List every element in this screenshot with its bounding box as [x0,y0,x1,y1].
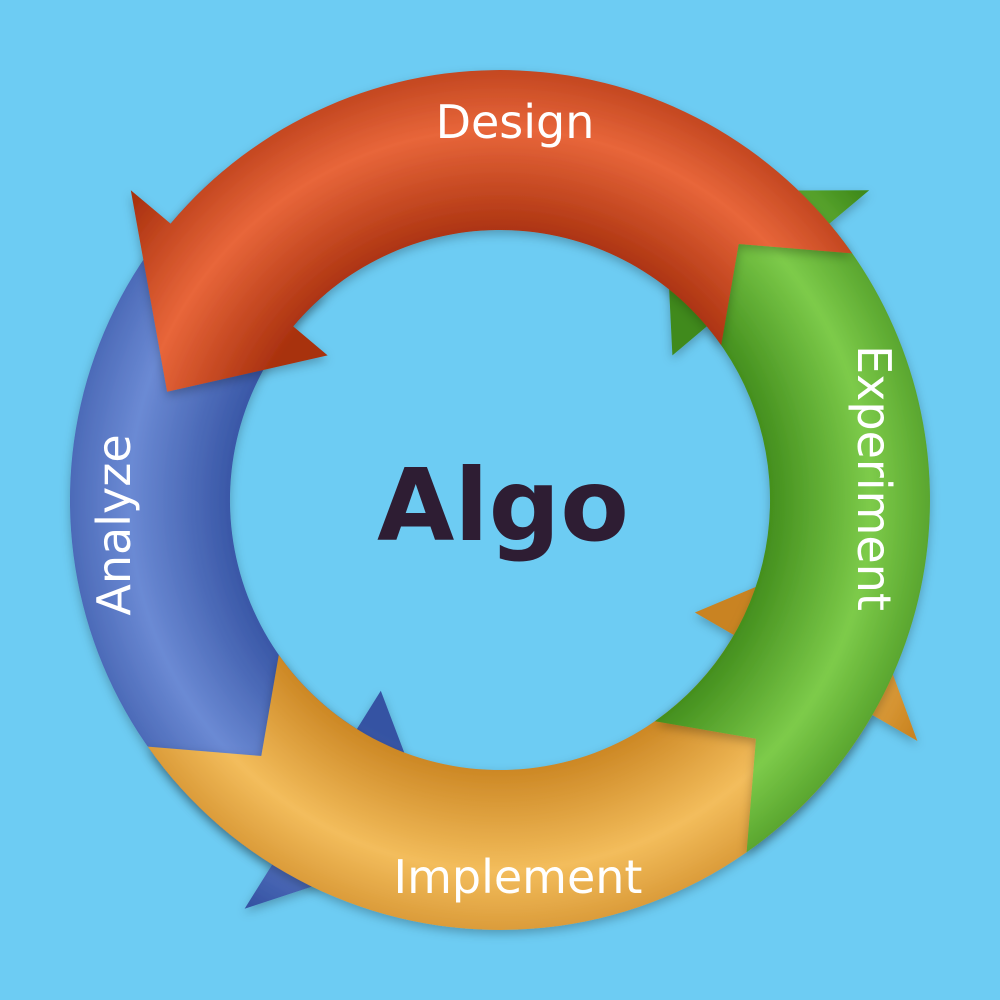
center-title: Algo [377,447,629,564]
implement-label: Implement [394,850,643,904]
design-arrow [130,70,853,392]
implement-arrow [147,548,918,930]
experiment-arrow [654,190,930,853]
design-label: Design [436,95,595,149]
experiment-label: Experiment [847,345,901,611]
analyze-label: Analyze [87,434,141,615]
